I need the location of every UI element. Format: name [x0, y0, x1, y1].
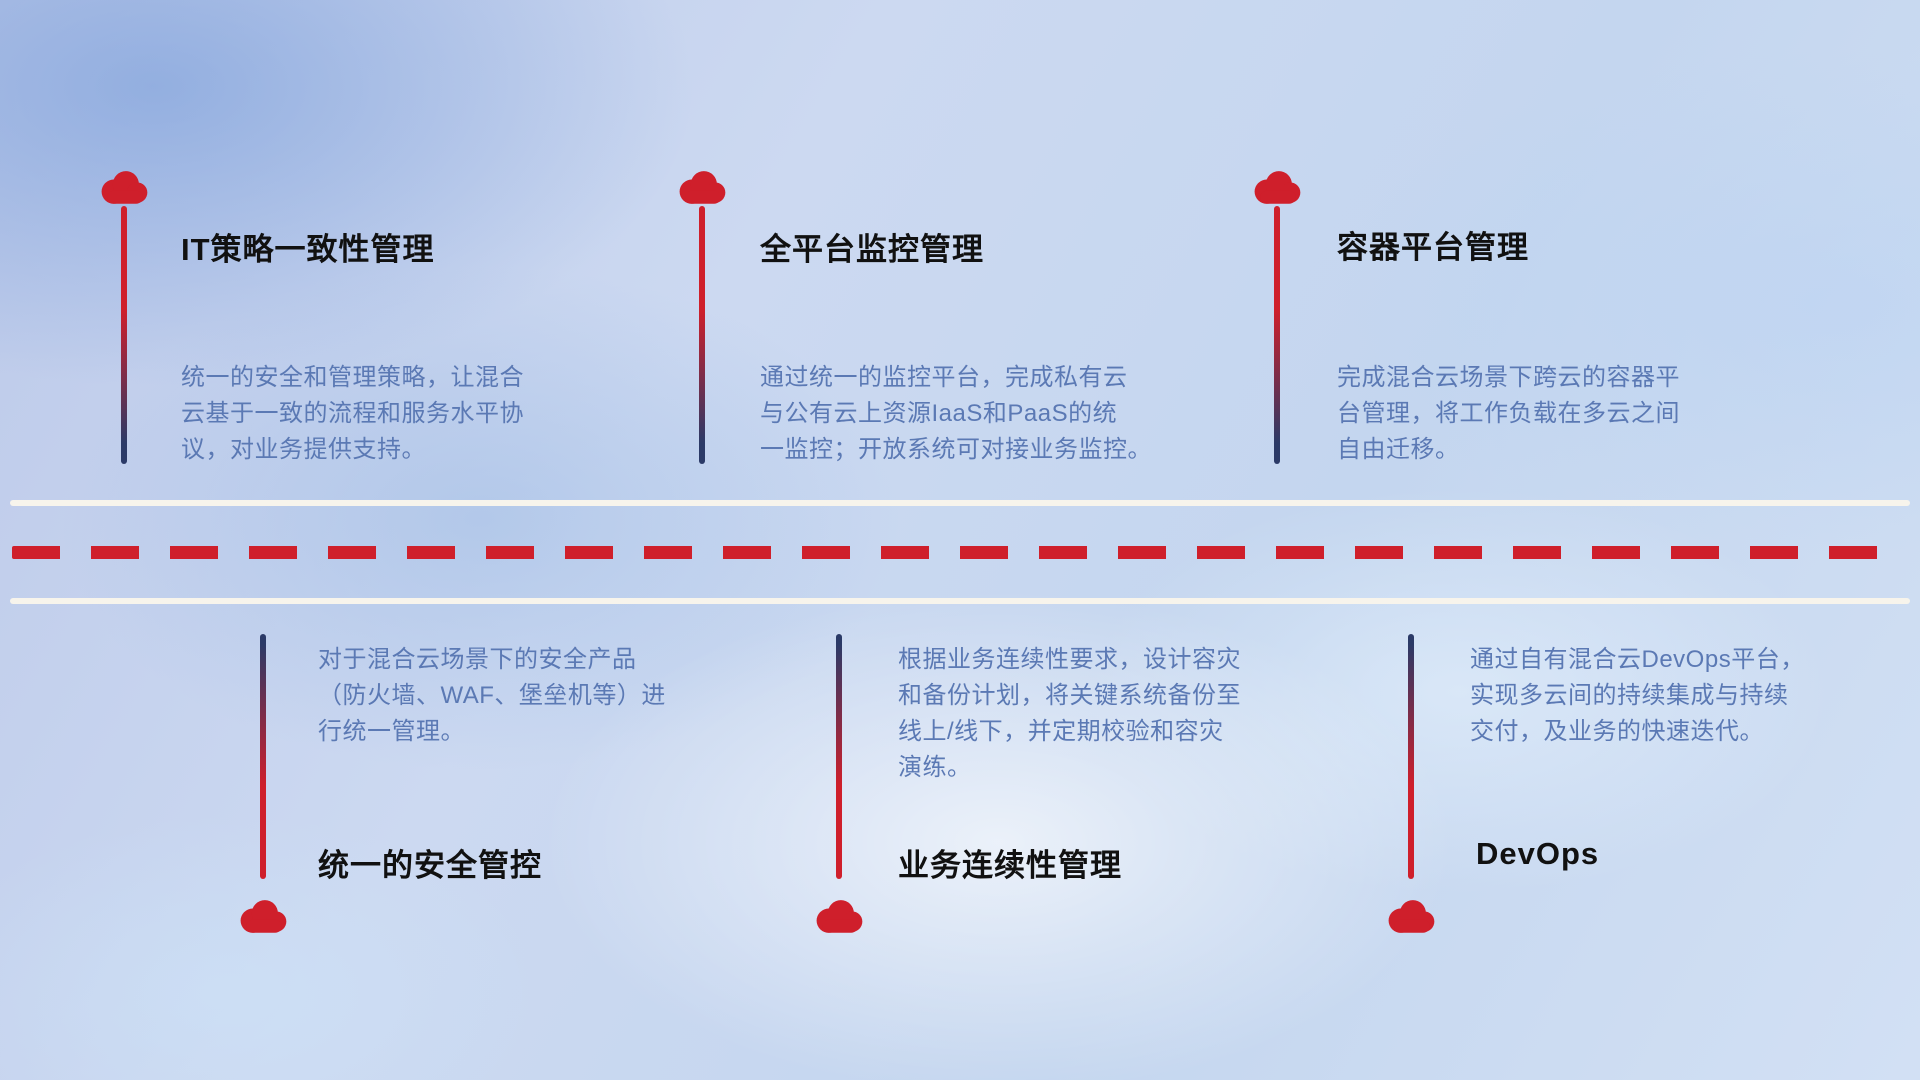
cloud-icon [1383, 896, 1439, 936]
feature-description: 对于混合云场景下的安全产品 （防火墙、WAF、堡垒机等）进 行统一管理。 [318, 646, 666, 745]
feature-description: 统一的安全和管理策略，让混合 云基于一致的流程和服务水平协 议，对业务提供支持。 [181, 364, 524, 463]
road-line-bottom [10, 598, 1910, 604]
feature-title: 全平台监控管理 [760, 232, 984, 267]
timeline-stem [260, 634, 266, 879]
timeline-stem [121, 206, 127, 464]
cloud-icon [235, 896, 291, 936]
feature-description: 完成混合云场景下跨云的容器平 台管理，将工作负载在多云之间 自由迁移。 [1337, 364, 1680, 463]
road-divider-dashed [12, 546, 1908, 559]
timeline-stem [699, 206, 705, 464]
feature-description: 根据业务连续性要求，设计容灾 和备份计划，将关键系统备份至 线上/线下，并定期校… [898, 646, 1241, 781]
cloud-icon [1249, 167, 1305, 207]
feature-title: IT策略一致性管理 [181, 232, 435, 267]
timeline-stem [1274, 206, 1280, 464]
feature-title: DevOps [1476, 836, 1600, 871]
road-line-top [10, 500, 1910, 506]
timeline-stem [836, 634, 842, 879]
cloud-icon [96, 167, 152, 207]
timeline-stem [1408, 634, 1414, 879]
feature-title: 容器平台管理 [1337, 230, 1529, 265]
feature-title: 统一的安全管控 [318, 848, 542, 883]
cloud-icon [811, 896, 867, 936]
feature-title: 业务连续性管理 [898, 848, 1122, 883]
feature-description: 通过自有混合云DevOps平台， 实现多云间的持续集成与持续 交付，及业务的快速… [1470, 646, 1805, 745]
cloud-icon [674, 167, 730, 207]
feature-description: 通过统一的监控平台，完成私有云 与公有云上资源IaaS和PaaS的统 一监控；开… [760, 364, 1152, 463]
